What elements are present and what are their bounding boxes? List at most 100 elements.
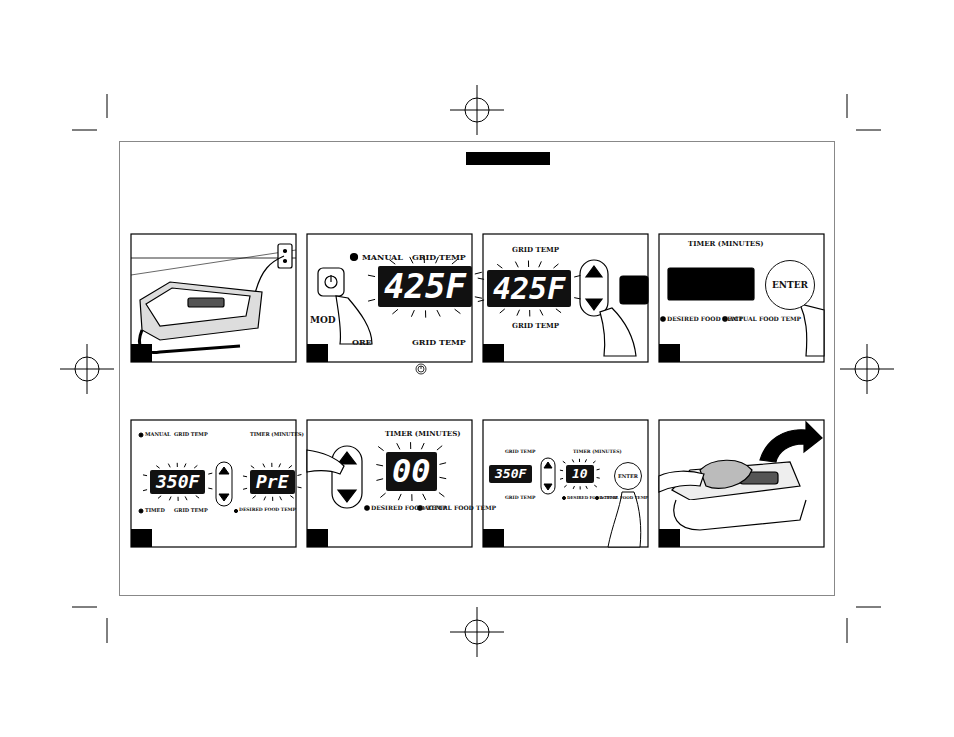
flash-ray xyxy=(597,469,600,471)
flash-ray xyxy=(580,486,581,489)
flash-ray xyxy=(208,473,212,474)
flash-ray xyxy=(586,486,587,489)
flash-ray xyxy=(478,300,484,302)
flash-ray xyxy=(564,485,566,487)
lcd-display: 350F xyxy=(489,465,532,483)
flash-ray xyxy=(143,474,147,476)
flash-ray xyxy=(158,496,161,499)
panel-label: TIMER (MINUTES) xyxy=(573,450,622,455)
flash-ray xyxy=(368,275,375,276)
lcd-display: PrE xyxy=(250,470,295,494)
display-readout: 425F xyxy=(384,266,466,306)
panel-label: ACTUAL FOOD TEMP xyxy=(600,496,648,500)
flash-ray xyxy=(517,310,520,316)
panel-label: ACTUAL FOOD TEMP xyxy=(729,316,801,322)
grill-plug-illustration xyxy=(131,244,296,353)
flash-ray xyxy=(560,470,563,472)
flash-ray xyxy=(597,477,600,479)
flash-rays xyxy=(368,256,482,318)
panel-label: DESIRED FOOD TEMP xyxy=(239,508,296,513)
flash-ray xyxy=(168,464,170,468)
blank-display-illustration xyxy=(661,268,824,356)
display-readout: 425F xyxy=(493,271,565,306)
lcd-display: 350F xyxy=(150,470,205,494)
panel-label: MANUAL xyxy=(145,432,171,437)
panel-label: TIMER (MINUTES) xyxy=(385,430,461,437)
flash-ray xyxy=(178,497,179,501)
panel-label: GRID TEMP xyxy=(174,508,208,513)
flash-ray xyxy=(423,494,426,500)
panel-label: GRID TEMP xyxy=(412,253,466,261)
panel-label: MANUAL xyxy=(362,253,403,261)
button-label: ENTER xyxy=(618,473,638,479)
flash-ray xyxy=(380,493,385,497)
enter-button: ENTER xyxy=(614,462,642,490)
flash-ray xyxy=(563,461,566,463)
display-readout: 350F xyxy=(156,471,199,492)
flash-ray xyxy=(574,298,580,299)
flash-ray xyxy=(515,262,518,268)
flash-ray xyxy=(156,466,159,469)
flash-ray xyxy=(398,494,401,500)
flash-ray xyxy=(421,443,424,449)
panel-label: GRID TEMP xyxy=(412,338,466,346)
flash-ray xyxy=(497,264,502,268)
flash-ray xyxy=(263,464,265,468)
power-button-illustration xyxy=(318,254,372,345)
flash-ray xyxy=(264,497,266,501)
enter-button: ENTER xyxy=(765,260,816,311)
panel-label: GRID TEMP xyxy=(174,432,208,437)
flash-ray xyxy=(253,496,256,499)
display-readout: 350F xyxy=(495,466,526,481)
flash-ray xyxy=(560,478,563,480)
flash-ray xyxy=(243,475,247,477)
flash-ray xyxy=(455,309,461,313)
flash-ray xyxy=(529,310,530,316)
flash-ray xyxy=(297,474,301,475)
flash-ray xyxy=(500,309,505,313)
flash-ray xyxy=(539,261,542,267)
flash-ray xyxy=(411,494,412,501)
panel-label: GRID TEMP xyxy=(512,322,559,329)
flash-rays xyxy=(243,463,302,501)
flash-ray xyxy=(376,479,383,481)
title-bar xyxy=(466,152,550,165)
flash-ray xyxy=(368,299,375,301)
panel-label: TIMER (MINUTES) xyxy=(688,240,764,247)
display-readout: 10 xyxy=(572,466,588,481)
crop-marks xyxy=(60,85,894,657)
panels xyxy=(131,234,824,547)
flash-rays xyxy=(376,442,446,501)
flash-rays xyxy=(143,463,212,501)
flash-ray xyxy=(573,486,574,489)
flash-ray xyxy=(169,497,171,501)
panel-label: TIMED xyxy=(145,508,165,513)
power-symbol xyxy=(416,364,426,374)
flash-ray xyxy=(594,485,597,487)
flash-ray xyxy=(475,272,482,274)
flash-ray xyxy=(243,488,247,489)
flash-ray xyxy=(271,463,272,467)
panel-label: MOD xyxy=(310,316,336,325)
flash-ray xyxy=(593,461,595,463)
flash-ray xyxy=(439,463,446,465)
lcd-display: 00 xyxy=(386,452,437,491)
flash-ray xyxy=(297,487,301,489)
flash-ray xyxy=(290,496,293,499)
flash-ray xyxy=(184,463,186,467)
step-number-tabs xyxy=(131,344,680,547)
flash-ray xyxy=(439,477,446,478)
panel-label: GRID TEMP xyxy=(505,496,535,501)
panel-label: GRID TEMP xyxy=(512,246,559,253)
flash-ray xyxy=(177,463,178,467)
flash-ray xyxy=(289,465,292,468)
flash-ray xyxy=(143,490,147,491)
flash-ray xyxy=(579,459,580,462)
control-panel-illustration xyxy=(139,433,238,513)
flash-ray xyxy=(392,309,398,314)
flash-ray xyxy=(475,297,482,298)
lcd-display: 10 xyxy=(566,465,594,483)
button-label: ENTER xyxy=(772,280,808,290)
flash-ray xyxy=(528,261,529,267)
flash-ray xyxy=(556,309,561,313)
